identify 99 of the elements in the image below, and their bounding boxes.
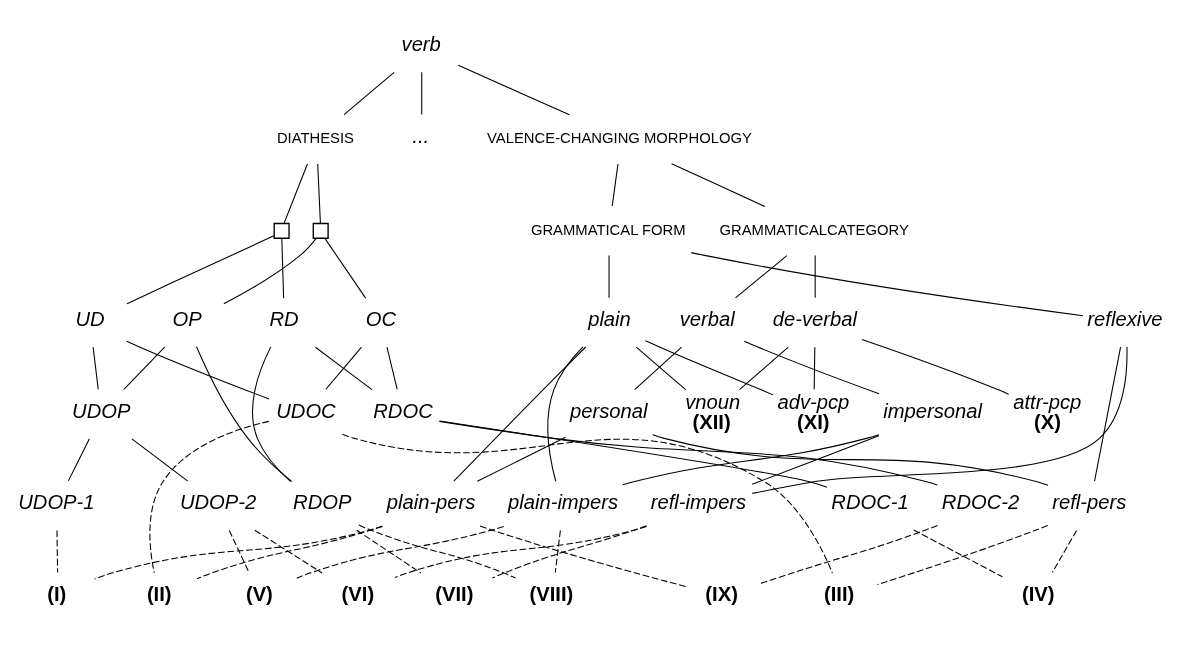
node-text: RDOC-2 — [941, 491, 1020, 514]
connector — [92, 346, 99, 390]
connector — [386, 346, 398, 390]
connector — [296, 526, 505, 579]
connector — [611, 163, 619, 207]
connector — [1051, 529, 1078, 574]
node-text: UDOC — [276, 399, 336, 422]
node-text: (IV) — [1021, 582, 1055, 605]
node-text: GRAMMATICAL FORM — [530, 221, 686, 238]
node-text: UD — [75, 307, 105, 330]
node-text: plain-pers — [386, 491, 476, 514]
node-text: OP — [172, 307, 202, 330]
node-text: (V) — [245, 582, 273, 605]
connector — [644, 340, 774, 396]
node-text: verb — [401, 33, 441, 56]
connector — [149, 420, 270, 574]
node-text: plain — [588, 307, 631, 330]
node-text: GRAMMATICALCATEGORY — [719, 221, 909, 238]
connector — [254, 529, 323, 574]
connector — [1093, 346, 1122, 482]
node-text: ... — [412, 124, 430, 147]
node-text: RDOC-1 — [831, 491, 909, 514]
connector — [438, 420, 938, 486]
node-text: refl-pers — [1052, 491, 1127, 514]
node-text: OC — [365, 307, 397, 330]
connector — [358, 524, 517, 579]
node-text: (VI) — [341, 582, 375, 605]
connector — [622, 434, 880, 486]
connector — [751, 435, 880, 485]
node-text: (II) — [146, 582, 172, 605]
connector — [283, 163, 308, 224]
connector — [123, 346, 166, 390]
connector — [547, 346, 584, 482]
node-text: adv-pcp — [777, 390, 850, 413]
connector — [223, 237, 317, 305]
node-label: (XII) — [692, 410, 731, 433]
node-text: vnoun — [685, 390, 741, 413]
connector — [126, 340, 270, 400]
connector — [814, 255, 816, 299]
connector — [317, 163, 321, 224]
connector — [738, 346, 789, 391]
connector — [314, 346, 373, 391]
connector — [751, 346, 1128, 494]
connector — [453, 346, 587, 482]
node-text: (IX) — [705, 582, 738, 605]
connector — [421, 71, 423, 115]
connector — [356, 529, 422, 574]
connector — [813, 346, 816, 390]
connector — [758, 524, 939, 585]
connector — [131, 438, 189, 482]
node-text: RD — [269, 307, 299, 330]
node-text: UDOP-2 — [179, 491, 257, 514]
node-text: (III) — [823, 582, 855, 605]
node-text: de-verbal — [772, 307, 857, 330]
connector — [690, 252, 1084, 317]
connector — [913, 529, 1003, 578]
connector — [876, 524, 1049, 586]
connector — [228, 529, 250, 574]
connector — [457, 64, 570, 116]
connector — [861, 338, 1010, 395]
node-text: DIATHESIS — [276, 130, 354, 147]
connector — [671, 163, 766, 208]
connector — [325, 346, 363, 390]
node-text: plain-impers — [507, 491, 619, 514]
connector — [341, 433, 833, 574]
node-text: UDOP — [72, 399, 131, 422]
connector — [56, 529, 59, 574]
connector — [281, 238, 285, 299]
connector — [734, 255, 788, 299]
node-box — [312, 222, 329, 239]
node-text: personal — [569, 399, 648, 422]
node-text: (VIII) — [529, 582, 574, 605]
node-box — [273, 222, 290, 239]
node-text: verbal — [679, 307, 735, 330]
connector — [652, 434, 1049, 486]
connector — [394, 525, 648, 579]
node-text: refl-impers — [650, 491, 747, 514]
connector — [439, 420, 828, 488]
node-text: (VII) — [435, 582, 474, 605]
connector — [491, 525, 648, 579]
connector — [196, 525, 383, 580]
node-text: attr-pcp — [1013, 390, 1082, 413]
node-text: reflexive — [1087, 307, 1163, 330]
connector — [196, 346, 293, 482]
node-text: UDOP-1 — [18, 491, 95, 514]
connector — [479, 525, 687, 588]
connector — [743, 340, 880, 395]
node-text: impersonal — [883, 399, 983, 422]
connector — [94, 525, 383, 580]
connector — [476, 436, 567, 482]
node-text: RDOC — [373, 399, 433, 422]
connector — [343, 71, 395, 116]
connector — [554, 529, 561, 574]
node-text: RDOP — [293, 491, 352, 514]
node-text: VALENCE-CHANGING MORPHOLOGY — [487, 130, 752, 147]
node-text: (I) — [47, 582, 67, 605]
connector — [126, 235, 275, 305]
connector — [67, 438, 90, 482]
connector — [324, 238, 367, 299]
